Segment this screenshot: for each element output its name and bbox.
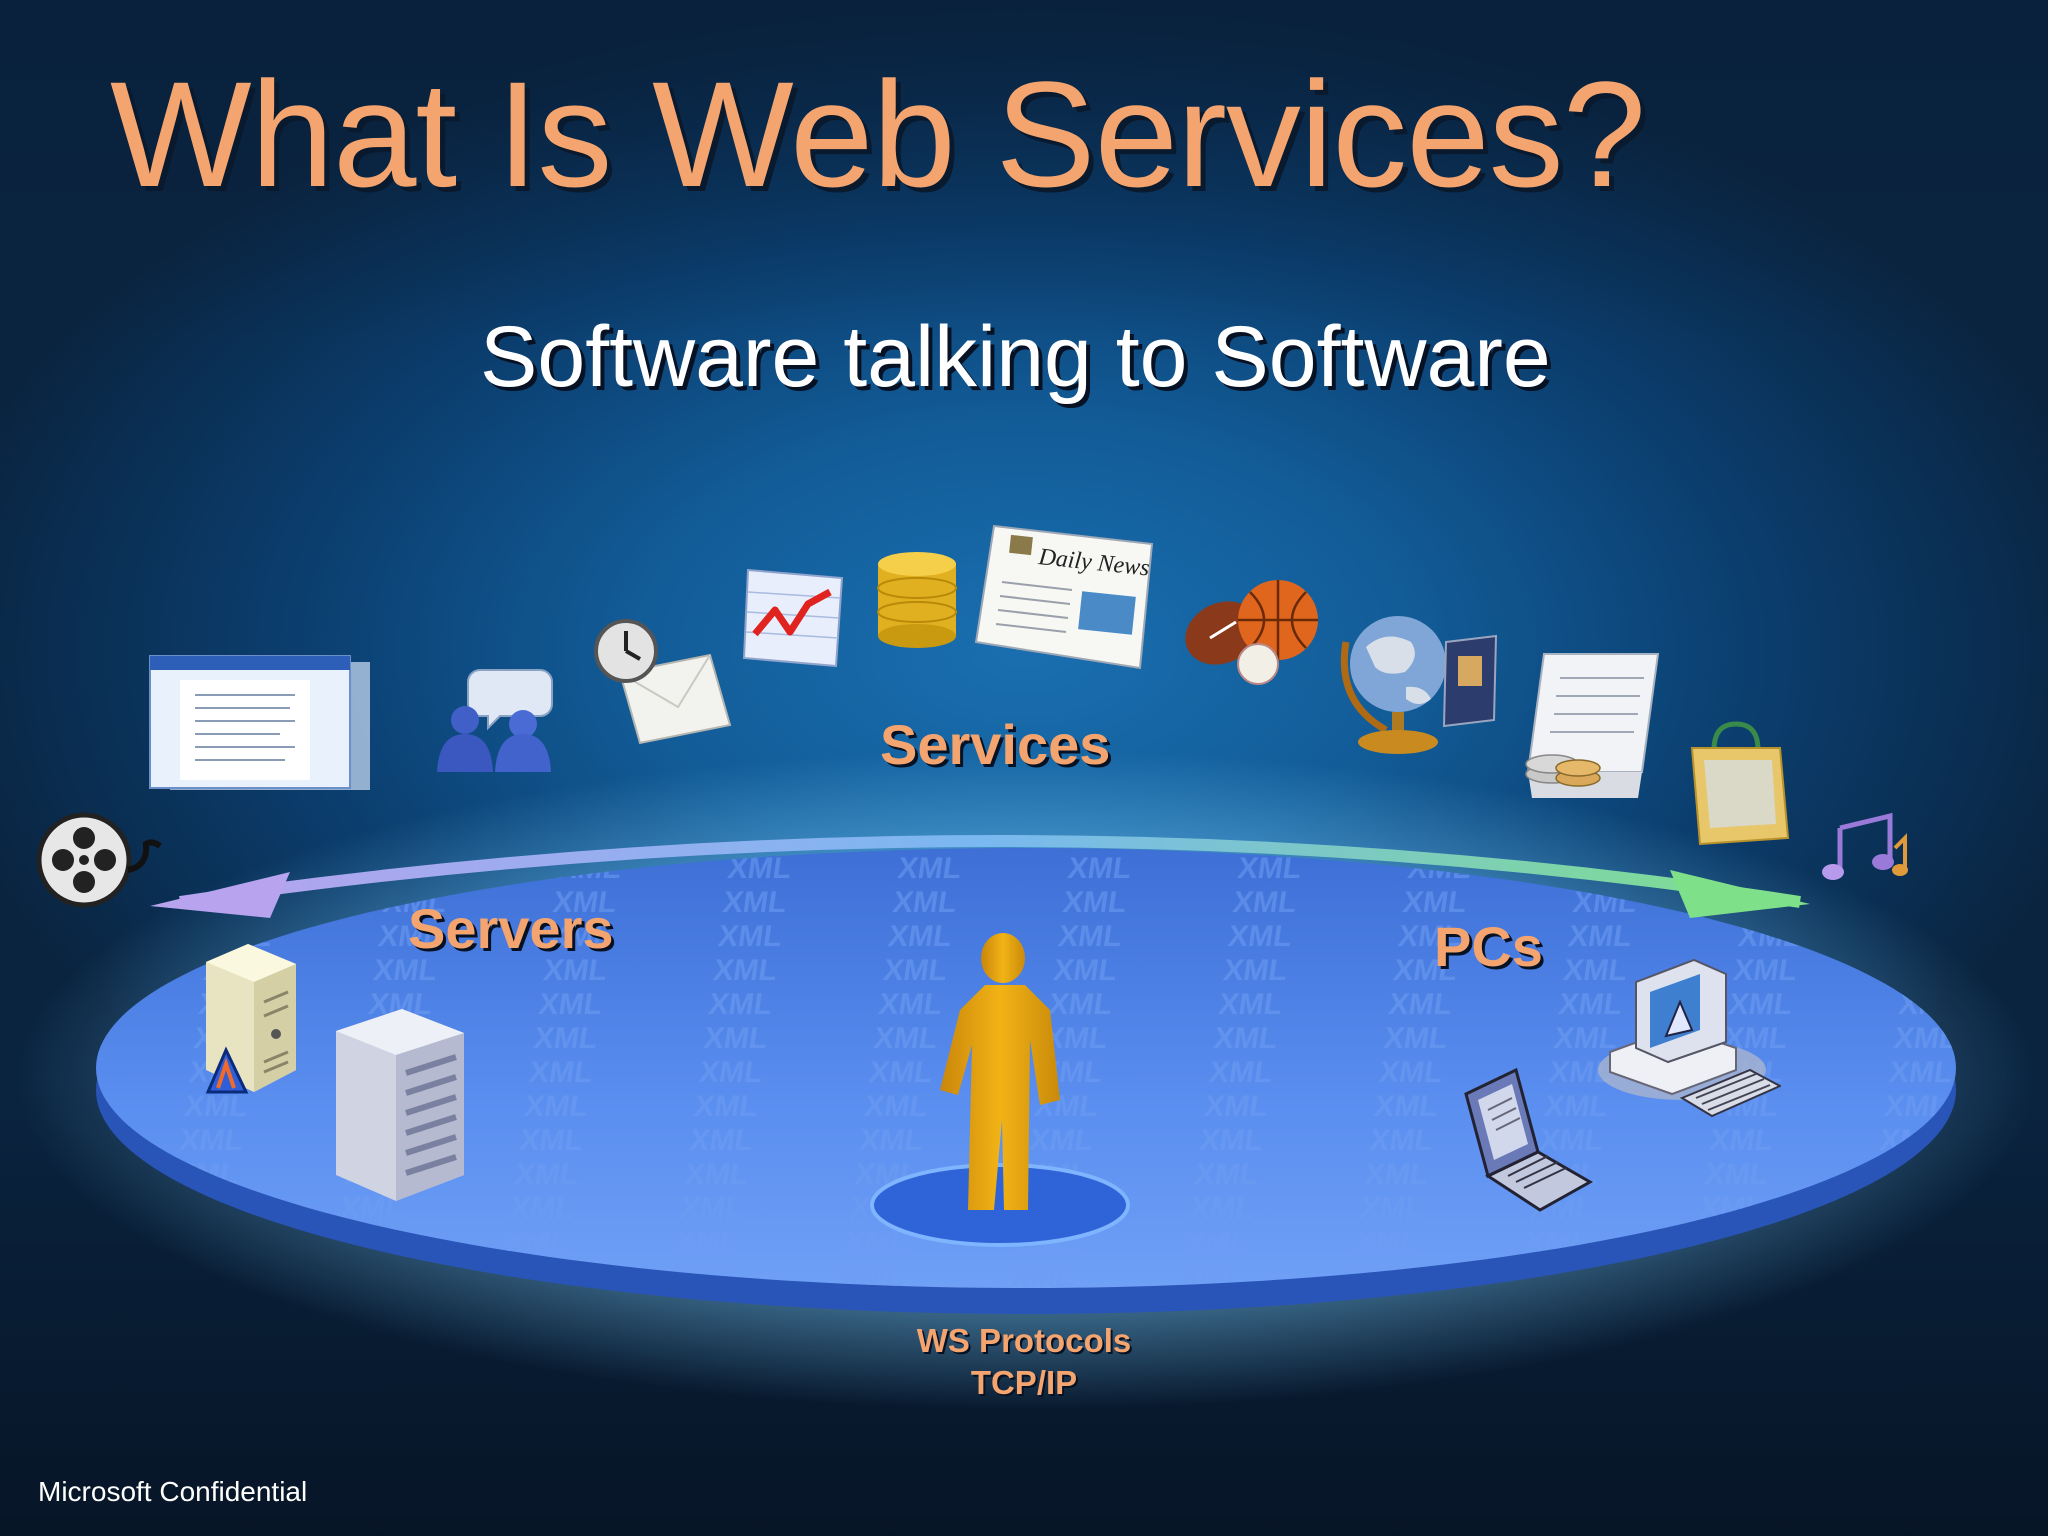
music-note-icon	[1822, 812, 1908, 880]
slide-title: What Is Web Services?	[110, 50, 1646, 218]
server-rack-icon	[336, 1009, 464, 1201]
tcp-ip-text: TCP/IP	[970, 1364, 1078, 1401]
sports-balls-icon	[1185, 580, 1318, 685]
chart-icon	[742, 568, 844, 668]
film-reel-icon	[36, 812, 162, 908]
protocols-label: WS Protocols TCP/IP	[0, 1320, 2048, 1404]
arrow-head-right	[1670, 870, 1810, 918]
pcs-label: PCs	[1434, 915, 1543, 978]
receipt-coins-icon	[1525, 653, 1660, 798]
server-tower-icon	[205, 944, 296, 1094]
footer-confidential: Microsoft Confidential	[38, 1476, 308, 1507]
ws-protocols-text: WS Protocols	[916, 1322, 1132, 1359]
person-pedestal	[870, 1163, 1130, 1247]
user-person-icon	[940, 933, 1060, 1210]
services-arc-arrow	[179, 835, 1801, 908]
slide-subtitle: Software talking to Software	[480, 309, 1551, 405]
people-chat-icon	[437, 669, 553, 772]
services-label: Services	[880, 713, 1111, 776]
globe-book-icon	[1340, 616, 1498, 754]
newspaper-icon: Daily News	[974, 524, 1154, 670]
database-icon	[877, 552, 957, 648]
desktop-pc-icon	[1598, 958, 1781, 1118]
arrow-head-left	[150, 872, 290, 918]
clock-mail-icon	[594, 619, 732, 745]
shopping-bag-icon	[1690, 721, 1790, 845]
servers-label: Servers	[408, 897, 614, 960]
web-page-icon	[149, 655, 370, 790]
laptop-icon	[1464, 1067, 1594, 1212]
